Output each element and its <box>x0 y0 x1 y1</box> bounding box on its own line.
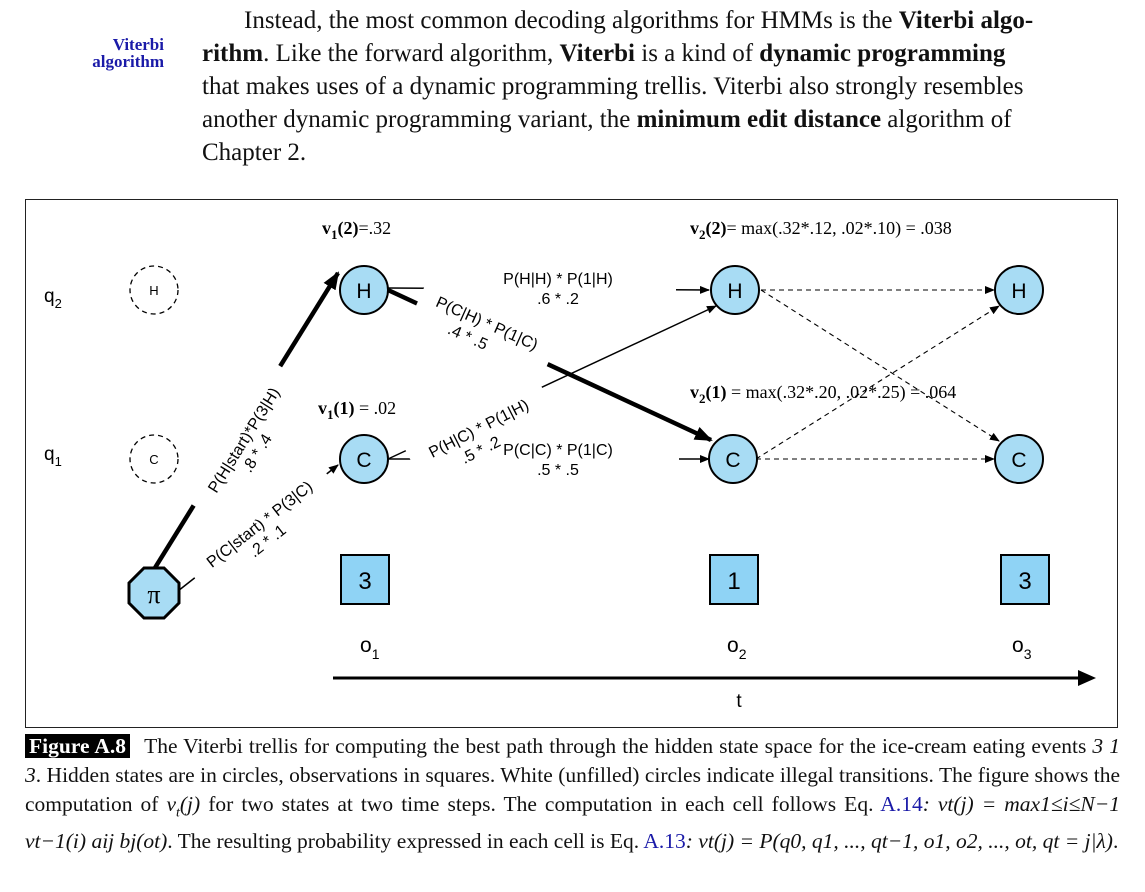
node-c-t3-label: C <box>1011 449 1026 472</box>
node-c-t2 <box>708 434 758 484</box>
para-text: algorithm of <box>881 106 1012 133</box>
edge-label-hh-bottom: .6 * .2 <box>537 291 579 308</box>
ghost-node-c-label: C <box>149 452 158 467</box>
edge-label-cc-top: P(C|C) * P(1|C) <box>503 442 613 459</box>
edge-label-cc-bottom: .5 * .5 <box>537 462 579 479</box>
caption-text: The Viterbi trellis for computing the be… <box>144 734 1093 758</box>
observation-value-2: 1 <box>727 568 740 595</box>
eq-link-a14[interactable]: A.14 <box>880 792 923 816</box>
eq-link-a13[interactable]: A.13 <box>643 829 686 854</box>
caption-text: . The resulting probability expressed in… <box>167 829 644 854</box>
ghost-node-h-label: H <box>149 283 158 298</box>
body-paragraph: Instead, the most common decoding algori… <box>202 4 1119 169</box>
label-bg <box>441 262 676 308</box>
para-text: Chapter 2. <box>202 139 307 166</box>
margin-note: Viterbi algorithm <box>60 36 164 70</box>
edge-h2-to-c3 <box>760 289 1000 442</box>
observation-box-3 <box>1000 554 1050 605</box>
start-node-pi <box>127 566 181 620</box>
caption-events: 3 1 3 <box>25 734 1121 787</box>
observation-box-1 <box>340 554 390 605</box>
caption-text: . Hidden states are in circles, observat… <box>25 763 1120 816</box>
para-bold: dynamic programming <box>759 40 1006 67</box>
node-c-t2-label: C <box>725 449 740 472</box>
node-c-t1 <box>339 434 389 484</box>
ghost-node-h <box>129 265 179 315</box>
observation-value-3: 3 <box>1018 568 1031 595</box>
time-axis-arrowhead <box>1078 670 1096 686</box>
para-bold: Viterbi <box>559 40 635 67</box>
caption-text: for two states at two time steps. The co… <box>200 792 881 816</box>
node-h-t3 <box>994 265 1044 315</box>
trellis-diagram: q2 q1 H C P(H|H) * P(1|H) .6 * .2 P(C|C)… <box>44 218 1096 712</box>
edge-c2-to-h3 <box>755 305 1000 460</box>
para-bold: minimum edit distance <box>636 106 882 133</box>
para-bold: Viterbi algo- <box>898 7 1034 34</box>
para-text: Instead, the most common decoding algori… <box>244 7 899 34</box>
state-label-q1: q1 <box>44 444 62 469</box>
node-h-t2-label: H <box>727 280 742 303</box>
figure-label: Figure A.8 <box>25 734 131 758</box>
caption-eq-a13: : vt(j) = P(q0, q1, ..., qt−1, o1, o2, .… <box>685 829 1113 854</box>
obs-label-o3: o3 <box>1012 634 1032 662</box>
node-h-t2 <box>710 265 760 315</box>
start-node-pi-label: π <box>147 580 160 609</box>
figure-caption: Figure A.8 The Viterbi trellis for comput… <box>25 732 1120 856</box>
caption-vtj: vt(j) <box>166 792 201 821</box>
edge-label-hh-top: P(H|H) * P(1|H) <box>503 271 613 288</box>
obs-label-o1: o1 <box>360 634 380 662</box>
state-label-q2: q2 <box>44 286 62 311</box>
v1-2-annotation: v1(2)=.32 <box>322 218 391 242</box>
v1-1-annotation: v1(1) = .02 <box>318 398 396 422</box>
margin-note-line2: algorithm <box>92 52 164 71</box>
para-text: that makes uses of a dynamic programming… <box>202 73 1024 100</box>
observation-value-1: 3 <box>358 568 371 595</box>
caption-eq-a14: : vt(j) = max1≤i≤N−1 vt−1(i) aij bj(ot) <box>25 792 1121 854</box>
node-h-t1-label: H <box>356 280 371 303</box>
v2-1-annotation: v2(1) = max(.32*.20, .02*.25) = .064 <box>690 382 956 406</box>
para-bold: rithm <box>202 40 264 67</box>
node-h-t3-label: H <box>1011 280 1026 303</box>
para-text: . Like the forward algorithm, <box>263 40 560 67</box>
node-h-t1 <box>339 265 389 315</box>
ghost-node-c <box>129 434 179 484</box>
node-c-t1-label: C <box>356 449 371 472</box>
v2-2-annotation: v2(2)= max(.32*.12, .02*.10) = .038 <box>690 218 952 242</box>
margin-note-line1: Viterbi <box>112 35 164 54</box>
obs-label-o2: o2 <box>727 634 747 662</box>
para-text: another dynamic programming variant, the <box>202 106 637 133</box>
observation-box-2 <box>709 554 759 605</box>
node-c-t3 <box>994 434 1044 484</box>
viterbi-trellis-figure: q2 q1 H C P(H|H) * P(1|H) .6 * .2 P(C|C)… <box>25 199 1118 728</box>
para-text: is a kind of <box>635 40 760 67</box>
caption-text: . <box>1112 829 1119 854</box>
time-axis-label: t <box>736 691 742 712</box>
